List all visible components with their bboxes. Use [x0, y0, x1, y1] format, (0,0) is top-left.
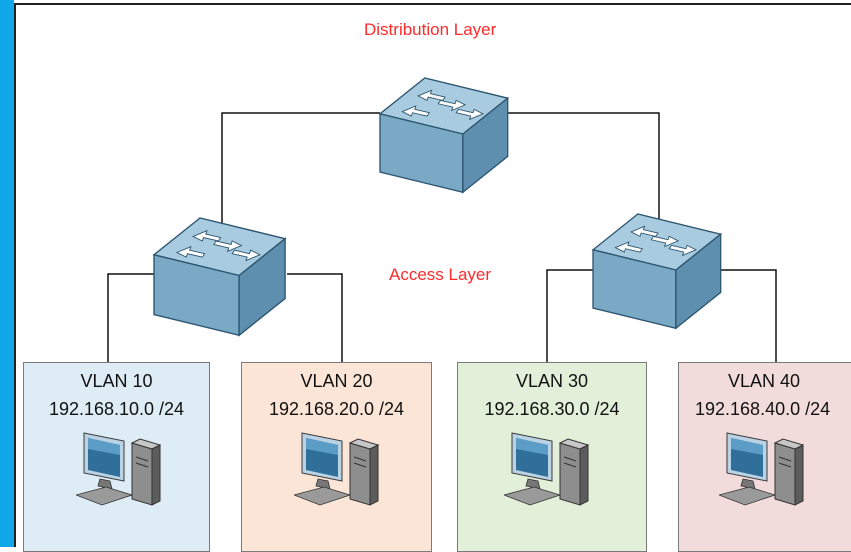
- diagram-frame: [14, 3, 851, 547]
- vlan-subnet: 192.168.40.0 /24: [695, 399, 831, 419]
- workstation-icon: [76, 432, 161, 506]
- link-access-vlan10: [107, 273, 157, 362]
- vlan-name: VLAN 40: [727, 371, 801, 391]
- vlan-box-10: VLAN 10 192.168.10.0 /24: [23, 362, 210, 552]
- links: [107, 112, 777, 362]
- vlan-name: VLAN 10: [80, 371, 153, 391]
- accent-bar: [0, 0, 14, 547]
- workstation-icon: [294, 432, 379, 506]
- link-dist-access-left: [221, 112, 380, 232]
- access-switch-right-icon: [592, 213, 722, 329]
- vlan-subnet: 192.168.10.0 /24: [48, 399, 185, 419]
- vlan-name: VLAN 30: [515, 371, 589, 391]
- link-access-vlan40: [720, 269, 777, 362]
- vlan-subnet: 192.168.30.0 /24: [484, 399, 620, 419]
- vlan-box-40: VLAN 40 192.168.40.0 /24: [678, 362, 851, 552]
- workstation-icon: [504, 432, 589, 506]
- access-switch-left-icon: [153, 217, 286, 336]
- vlan-box-20: VLAN 20 192.168.20.0 /24: [241, 362, 432, 552]
- distribution-layer-label: Distribution Layer: [364, 20, 497, 39]
- access-layer-label: Access Layer: [389, 265, 492, 284]
- link-access-vlan20: [287, 273, 343, 362]
- link-dist-access-right: [505, 112, 660, 222]
- distribution-switch-icon: [379, 77, 509, 193]
- vlan-subnet: 192.168.20.0 /24: [268, 399, 405, 419]
- vlan-name: VLAN 20: [300, 371, 373, 391]
- link-access-vlan30: [546, 269, 595, 362]
- vlan-box-30: VLAN 30 192.168.30.0 /24: [457, 362, 647, 552]
- workstation-icon: [719, 432, 804, 506]
